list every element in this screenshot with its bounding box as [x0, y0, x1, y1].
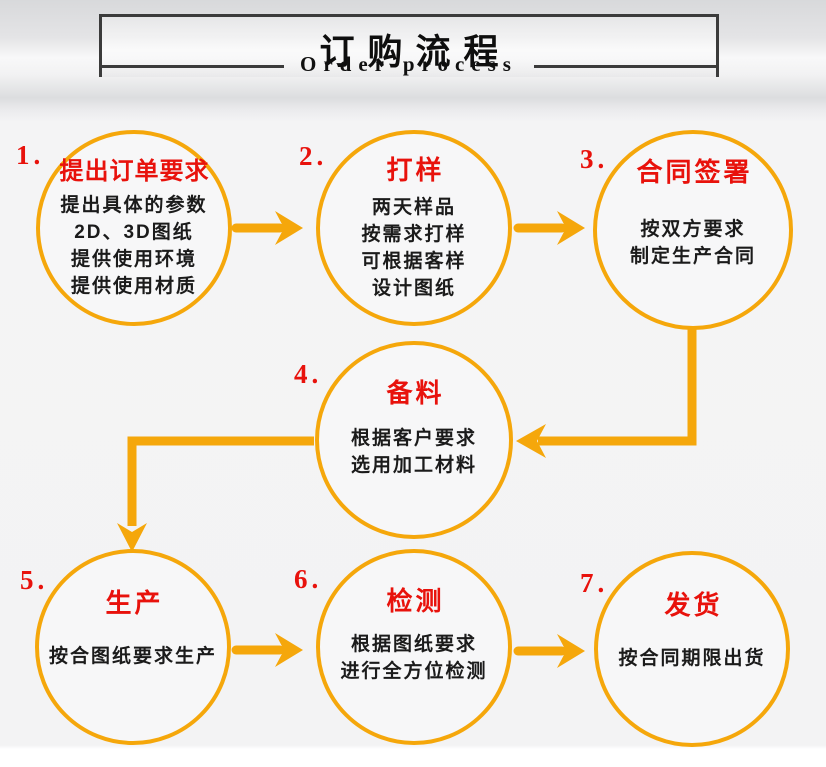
- step-detail: 制定生产合同: [629, 246, 756, 267]
- step-circle-order-request: 提出订单要求 提出具体的参数 2D、3D图纸 提供使用环境 提供使用材质: [36, 130, 232, 326]
- step-detail: 提供使用材质: [70, 276, 197, 297]
- step-detail: 选用加工材料: [350, 455, 477, 476]
- step-1-number: 1.: [16, 140, 45, 170]
- arrow-right-icon: [231, 211, 303, 245]
- page-title: 订购流程: [319, 33, 512, 72]
- step-circle-shipping: 发货 按合同期限出货: [594, 551, 790, 747]
- arrow-right-icon: [231, 633, 303, 667]
- arrow-right-icon: [513, 211, 585, 245]
- step-2-number: 2.: [299, 141, 328, 171]
- divider-left: [99, 65, 285, 68]
- step-6-number: 6.: [294, 564, 323, 594]
- step-title: 检测: [386, 586, 445, 616]
- step-detail: 2D、3D图纸: [74, 222, 194, 243]
- step-circle-production: 生产 按合图纸要求生产: [35, 549, 231, 745]
- step-detail: 可根据客样: [361, 251, 467, 272]
- step-detail: 按合图纸要求生产: [48, 646, 217, 667]
- title-box: 订购流程 Order process: [99, 14, 719, 77]
- step-circle-inspection: 检测 根据图纸要求 进行全方位检测: [316, 549, 512, 745]
- step-5-number: 5.: [20, 565, 49, 595]
- step-detail: 提出具体的参数: [60, 195, 208, 216]
- step-circle-sampling: 打样 两天样品 按需求打样 可根据客样 设计图纸: [316, 130, 512, 326]
- bottom-white-strip: [0, 749, 826, 767]
- step-detail: 提供使用环境: [70, 249, 197, 270]
- step-title: 备料: [386, 378, 445, 408]
- step-7-number: 7.: [580, 568, 609, 598]
- divider-right: [533, 65, 719, 68]
- step-detail: 按双方要求: [640, 219, 746, 240]
- step-circle-contract-signing: 合同签署 按双方要求 制定生产合同: [593, 130, 793, 330]
- step-title: 打样: [386, 155, 445, 185]
- step-title: 提出订单要求: [59, 158, 210, 185]
- step-detail: 设计图纸: [371, 278, 456, 299]
- step-4-number: 4.: [294, 359, 323, 389]
- step-detail: 按合同期限出货: [618, 648, 766, 669]
- step-title: 合同签署: [636, 157, 753, 187]
- page-subtitle: Order process: [300, 52, 518, 76]
- step-detail: 两天样品: [371, 197, 456, 218]
- step-title: 生产: [105, 588, 164, 618]
- step-detail: 按需求打样: [361, 224, 467, 245]
- title-underline: Order process: [99, 52, 719, 79]
- step-title: 发货: [664, 590, 723, 620]
- step-detail: 根据客户要求: [350, 428, 477, 449]
- step-detail: 根据图纸要求: [350, 634, 477, 655]
- arrow-right-icon: [513, 634, 585, 668]
- step-detail: 进行全方位检测: [340, 661, 488, 682]
- step-circle-material-preparation: 备料 根据客户要求 选用加工材料: [315, 341, 513, 539]
- elbow-arrow-left-down-icon: [117, 436, 314, 552]
- step-3-number: 3.: [580, 144, 609, 174]
- elbow-arrow-down-left-icon: [516, 328, 697, 458]
